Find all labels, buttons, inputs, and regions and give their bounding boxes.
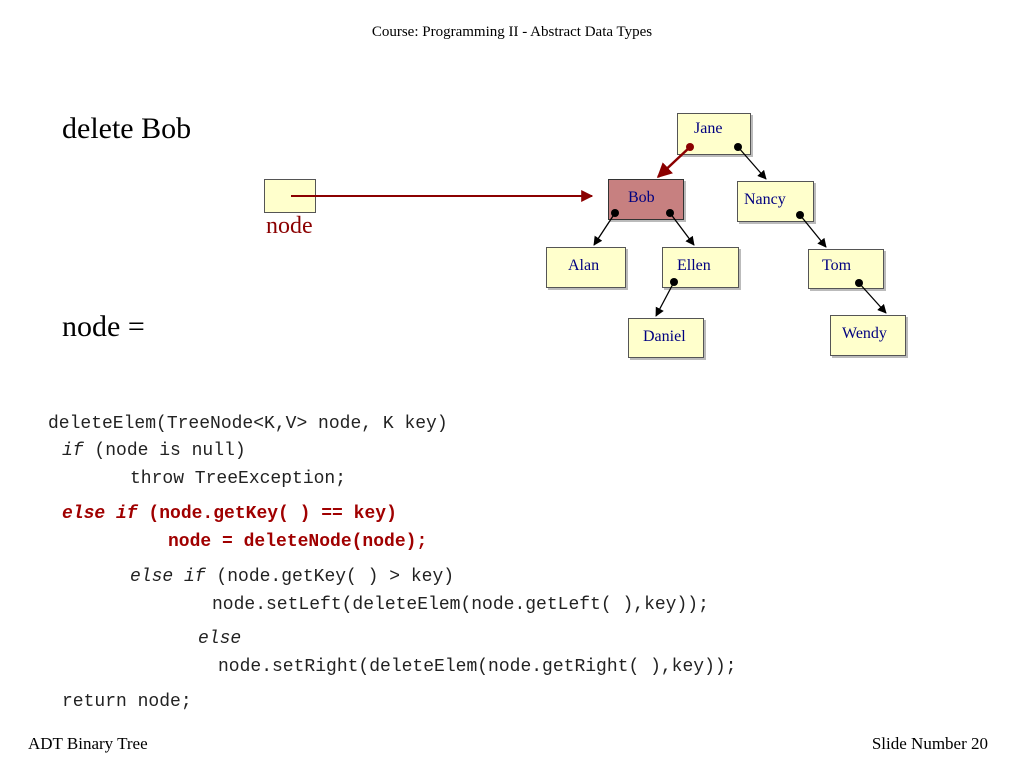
edge-ellen-daniel — [655, 281, 675, 317]
tree-node-label: Bob — [628, 189, 655, 206]
code-line-else-if-greater: else if (node.getKey( ) > key) — [130, 567, 454, 587]
tree-node-label: Jane — [694, 120, 723, 137]
tree-node-label: Daniel — [643, 328, 686, 345]
tree-node-label: Wendy — [842, 325, 887, 342]
edge-nancy-tom — [799, 214, 827, 248]
code-line-throw: throw TreeException; — [130, 469, 347, 489]
slide-heading: delete Bob — [62, 112, 192, 145]
code-line-else-if-equal: else if (node.getKey( ) == key) — [62, 504, 397, 524]
course-header: Course: Programming II - Abstract Data T… — [371, 24, 653, 40]
tree-node-tom: Tom — [808, 249, 884, 289]
code-line-else: else — [198, 629, 241, 649]
code-text: (node is null) — [83, 441, 246, 461]
tree-node-nancy: Nancy — [737, 181, 814, 222]
edge-jane-bob — [656, 146, 691, 179]
tree-node-daniel: Daniel — [628, 318, 704, 358]
edge-tom-wendy — [858, 282, 887, 314]
code-line-set-left: node.setLeft(deleteElem(node.getLeft( ),… — [212, 595, 709, 615]
code-line-signature: deleteElem(TreeNode<K,V> node, K key) — [48, 414, 448, 434]
slide-number: Slide Number 20 — [871, 734, 988, 753]
tree-node-label: Nancy — [744, 191, 786, 208]
code-keyword: else if — [62, 504, 138, 524]
code-keyword: else — [198, 629, 242, 649]
tree-node-label: Alan — [568, 257, 600, 274]
code-line-delete-node: node = deleteNode(node); — [168, 532, 428, 552]
edge-jane-nancy — [737, 146, 767, 180]
tree-node-wendy: Wendy — [830, 315, 906, 356]
node-label: node — [266, 213, 313, 239]
code-text: (node.getKey( ) == key) — [137, 504, 397, 524]
tree-node-alan: Alan — [546, 247, 626, 288]
code-line-return: return node; — [62, 692, 192, 712]
assignment-text: node = — [62, 310, 145, 343]
code-keyword: else if — [130, 567, 206, 587]
edge-bob-alan — [593, 212, 616, 246]
footer-title: ADT Binary Tree — [28, 734, 148, 753]
tree-node-label: Ellen — [677, 257, 711, 274]
code-line-set-right: node.setRight(deleteElem(node.getRight( … — [218, 657, 737, 677]
code-text: (node.getKey( ) > key) — [205, 567, 455, 587]
code-line-if-null: if (node is null) — [62, 441, 246, 461]
tree-node-label: Tom — [822, 257, 852, 274]
code-keyword: if — [62, 441, 84, 461]
edge-bob-ellen — [669, 212, 695, 246]
